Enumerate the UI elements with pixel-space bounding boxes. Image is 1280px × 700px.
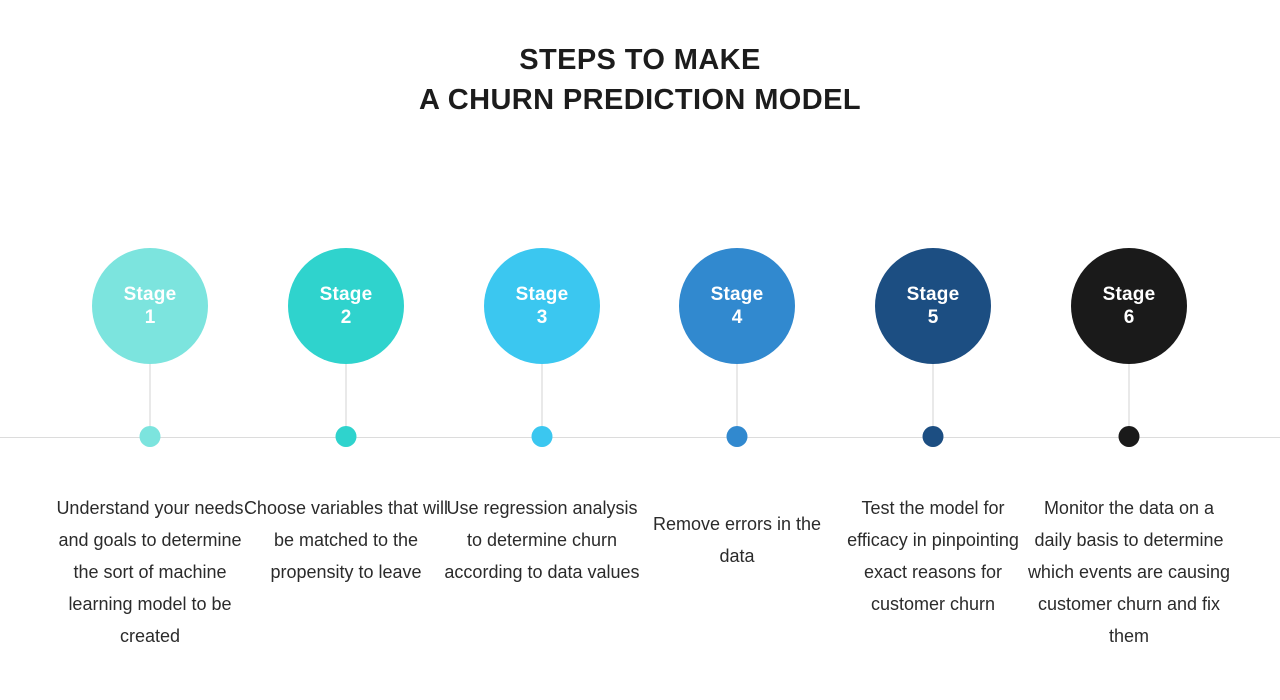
stage-dot-1: [139, 426, 161, 447]
stage-number-3: 3: [536, 306, 548, 328]
stage-number-2: 2: [340, 306, 352, 328]
stage-label-1: Stage: [123, 283, 177, 305]
stage-column-2: Stage 2 Choose variables that will be ma…: [244, 0, 448, 700]
stage-column-1: Stage 1 Understand your needs and goals …: [52, 0, 248, 700]
stage-circle-1[interactable]: Stage 1: [92, 248, 208, 364]
timeline-axis: [0, 437, 1280, 438]
stage-caption-4: Remove errors in the data: [652, 514, 822, 566]
stage-circle-5[interactable]: Stage 5: [875, 248, 991, 364]
stage-label-5: Stage: [906, 283, 960, 305]
stage-number-1: 1: [144, 306, 156, 328]
page-title-line-2: A CHURN PREDICTION MODEL: [419, 84, 861, 116]
stage-caption-2: Choose variables that will be matched to…: [243, 498, 449, 582]
stage-dot-4: [726, 426, 748, 447]
page-title-line-1: STEPS TO MAKE: [519, 44, 761, 76]
stage-number-6: 6: [1123, 306, 1135, 328]
stage-label-6: Stage: [1102, 283, 1156, 305]
stage-column-5: Stage 5 Test the model for efficacy in p…: [835, 0, 1031, 700]
stage-circle-3[interactable]: Stage 3: [484, 248, 600, 364]
stage-caption-3: Use regression analysis to determine chu…: [444, 498, 640, 582]
stage-caption-5: Test the model for efficacy in pinpointi…: [847, 498, 1019, 614]
stage-dot-2: [335, 426, 357, 447]
stage-dot-6: [1118, 426, 1140, 447]
stage-column-6: Stage 6 Monitor the data on a daily basi…: [1028, 0, 1230, 700]
stage-connector-3: [541, 364, 543, 432]
stage-column-3: Stage 3 Use regression analysis to deter…: [444, 0, 640, 700]
stage-label-4: Stage: [710, 283, 764, 305]
stage-label-3: Stage: [515, 283, 569, 305]
stage-connector-4: [736, 364, 738, 432]
stage-dot-5: [922, 426, 944, 447]
stage-circle-6[interactable]: Stage 6: [1071, 248, 1187, 364]
stage-circle-2[interactable]: Stage 2: [288, 248, 404, 364]
stage-number-5: 5: [927, 306, 939, 328]
stage-number-4: 4: [731, 306, 743, 328]
stage-caption-6: Monitor the data on a daily basis to det…: [1027, 498, 1231, 646]
stage-label-2: Stage: [319, 283, 373, 305]
stage-dot-3: [531, 426, 553, 447]
stage-connector-6: [1128, 364, 1130, 432]
stage-circle-4[interactable]: Stage 4: [679, 248, 795, 364]
page-title: STEPS TO MAKE A CHURN PREDICTION MODEL: [0, 40, 1280, 120]
stage-column-4: Stage 4 Remove errors in the data: [639, 0, 835, 700]
stage-connector-2: [345, 364, 347, 432]
stage-connector-1: [149, 364, 151, 432]
stage-connector-5: [932, 364, 934, 432]
stage-caption-1: Understand your needs and goals to deter…: [56, 498, 244, 646]
